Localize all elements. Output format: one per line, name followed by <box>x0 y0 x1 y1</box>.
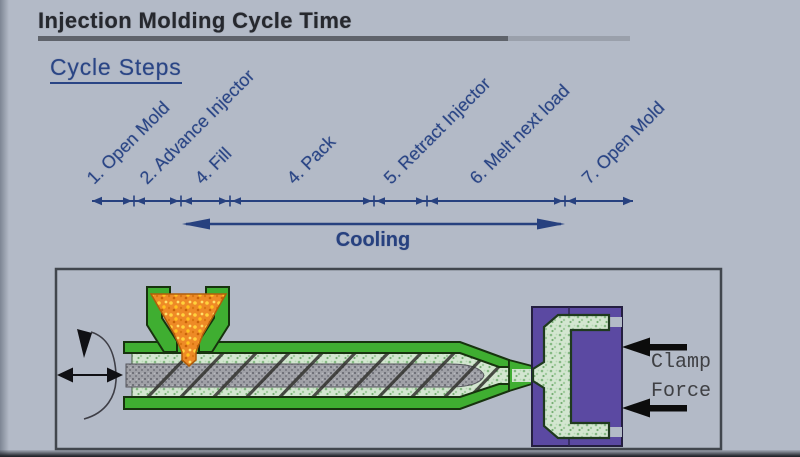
mold-top-notch <box>604 317 622 327</box>
hopper-funnel <box>149 293 228 367</box>
bottom-edge-shadow <box>0 450 800 457</box>
molded-part <box>531 313 611 440</box>
barrel-bottom-wall <box>123 383 510 410</box>
clamp-arrow-top-icon <box>622 337 687 357</box>
mold-bottom-notch <box>604 427 622 437</box>
diagram-frame <box>54 267 723 451</box>
barrel-top-wall <box>123 341 510 368</box>
injection-molding-machine-diagram <box>54 267 723 451</box>
page-title: Injection Molding Cycle Time <box>38 8 352 33</box>
clamp-force-line2: Force <box>651 380 712 403</box>
timeline-junction-markers <box>123 195 576 207</box>
timeline-right-arrowhead-icon <box>623 196 633 206</box>
nozzle-melt <box>512 369 532 382</box>
clamp-arrow-bottom-icon <box>622 398 687 418</box>
subtitle-cycle-steps: Cycle Steps <box>50 54 182 84</box>
clamp-force-line1: Clamp <box>651 351 712 374</box>
cooling-span-arrow <box>182 218 565 230</box>
cooling-label: Cooling <box>335 229 411 251</box>
title-underline <box>38 36 630 41</box>
reciprocation-arrow-icon <box>57 367 123 383</box>
clamp-force-label: Clamp Force <box>651 348 711 406</box>
cycle-timeline <box>92 195 633 230</box>
cooling-right-arrowhead-icon <box>537 218 565 230</box>
left-edge-shadow <box>0 0 9 457</box>
cooling-left-arrowhead-icon <box>182 218 210 230</box>
timeline-left-arrowhead-icon <box>92 196 102 206</box>
